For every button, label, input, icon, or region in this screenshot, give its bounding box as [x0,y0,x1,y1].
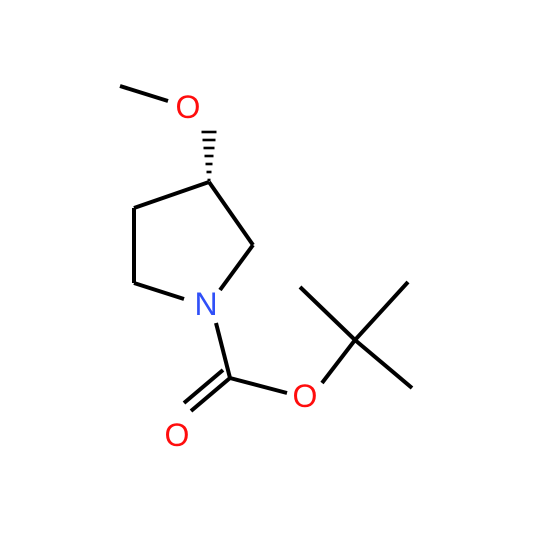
atom-ring-nitrogen: N [194,286,217,322]
bond-cq-methyl-a [298,285,357,342]
bond-carbonyl-ester-o [229,376,288,395]
bond-n-carbonyl [214,322,232,379]
bond-methyl-o [119,84,169,103]
atom-ester-oxygen: O [293,378,318,414]
bond-cq-methyl-c [353,338,414,390]
bonds [119,84,414,413]
bond-c3-c4 [133,180,210,210]
bond-cq-methyl-b [353,280,410,342]
atom-labels: O N O O [165,89,318,453]
bond-ester-o-cq [320,338,357,385]
bond-carbonyl-double-1 [189,376,232,413]
bond-carbonyl-double-2 [182,368,225,405]
hashed-wedge-bond [201,130,217,182]
atom-carbonyl-oxygen: O [165,417,190,453]
bond-c2-c3 [207,180,255,247]
bond-n-c2 [218,243,255,292]
atom-methoxy-oxygen: O [176,89,201,125]
bond-c5-n [133,281,185,301]
